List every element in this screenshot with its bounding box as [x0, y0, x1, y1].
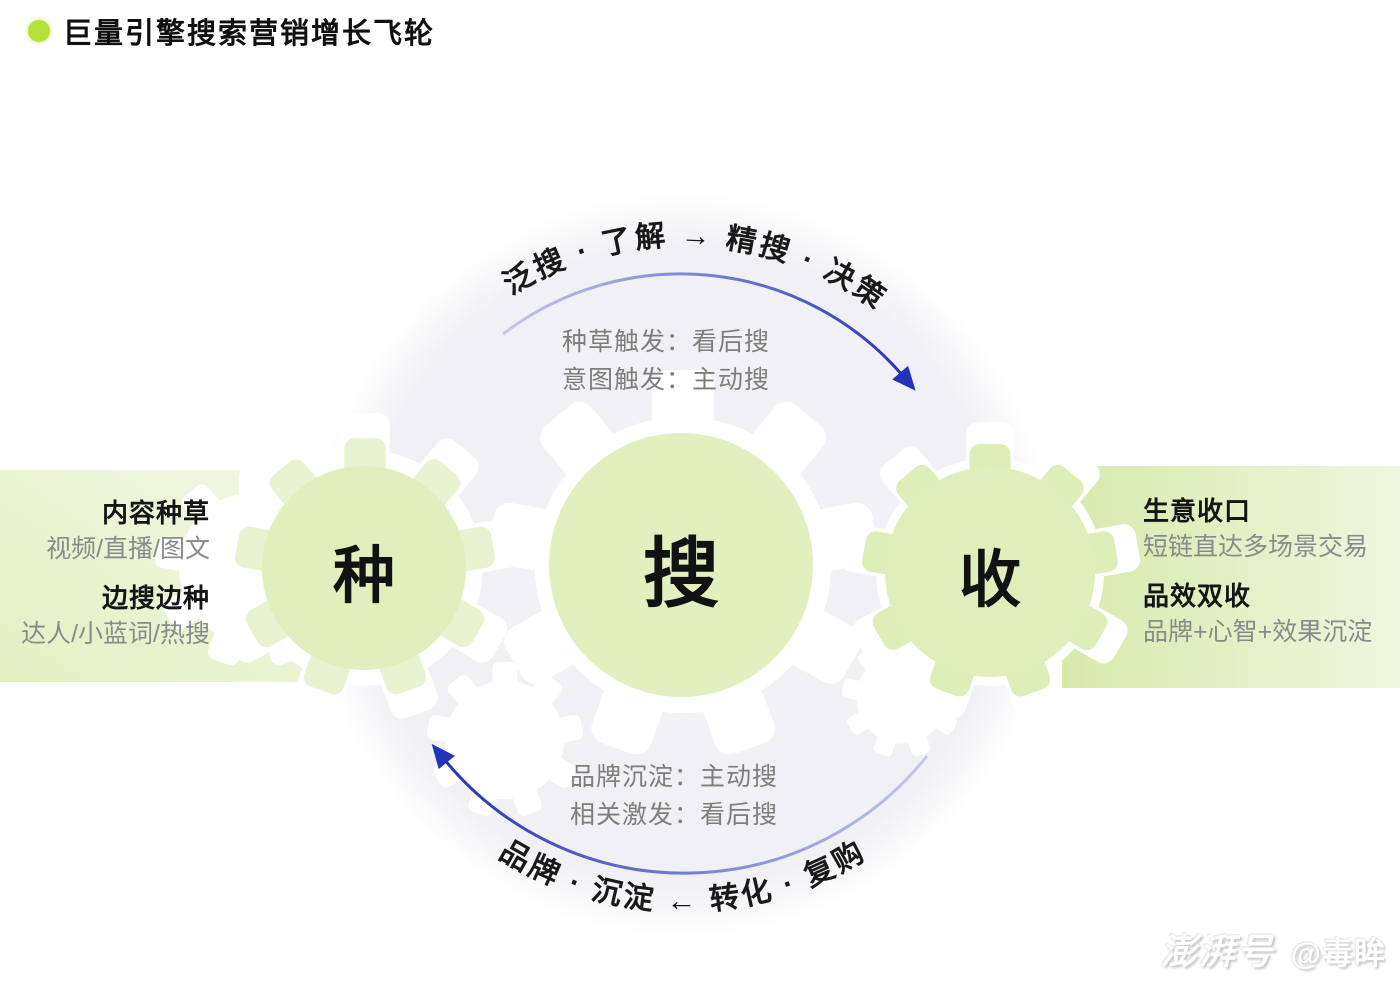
node-label-seed: 种 — [332, 542, 396, 611]
right-panel-heading: 生意收口 — [1143, 496, 1252, 526]
top-arc-label-text: 泛搜 · 了解 → 精搜 · 决策 — [498, 219, 894, 317]
gear-small-left-icon — [426, 662, 584, 818]
left-panel-detail: 视频/直播/图文 — [46, 535, 210, 563]
right-panel: 生意收口 短链直达多场景交易 品效双收 品牌+心智+效果沉淀 — [1143, 496, 1400, 666]
top-note-line: 种草触发：看后搜 — [562, 328, 771, 356]
bottom-note-line: 品牌沉淀：主动搜 — [570, 763, 779, 791]
header: 巨量引擎搜索营销增长飞轮 — [28, 10, 435, 52]
left-panel-heading: 边搜边种 — [101, 583, 210, 613]
left-panel-detail: 达人/小蓝词/热搜 — [21, 620, 210, 648]
right-panel-detail: 品牌+心智+效果沉淀 — [1143, 618, 1373, 646]
top-note-line: 意图触发：主动搜 — [562, 366, 771, 394]
left-panel: 内容种草 视频/直播/图文 边搜边种 达人/小蓝词/热搜 — [0, 498, 210, 668]
left-panel-heading: 内容种草 — [101, 498, 210, 528]
bottom-notes: 品牌沉淀：主动搜 相关激发：看后搜 — [570, 758, 778, 834]
page-title: 巨量引擎搜索营销增长飞轮 — [63, 18, 436, 50]
node-label-harvest: 收 — [958, 546, 1022, 615]
right-panel-detail: 短链直达多场景交易 — [1143, 533, 1369, 561]
bullet-icon — [28, 20, 50, 42]
right-panel-heading: 品效双收 — [1143, 581, 1252, 611]
watermark-handle: @毒眸 — [1290, 936, 1386, 971]
watermark: 澎湃号 @毒眸 — [1161, 923, 1386, 975]
bottom-arc-label: 品牌 · 沉淀 ← 转化 · 复购 — [494, 834, 869, 917]
top-notes: 种草触发：看后搜 意图触发：主动搜 — [562, 323, 770, 399]
node-label-search: 搜 — [643, 532, 719, 617]
top-arc-label: 泛搜 · 了解 → 精搜 · 决策 — [498, 219, 891, 317]
gear-small-right-icon — [841, 638, 963, 758]
bottom-arc-label-text: 品牌 · 沉淀 ← 转化 · 复购 — [494, 834, 872, 917]
watermark-logo: 澎湃号 — [1160, 931, 1275, 972]
bottom-note-line: 相关激发：看后搜 — [570, 801, 779, 829]
